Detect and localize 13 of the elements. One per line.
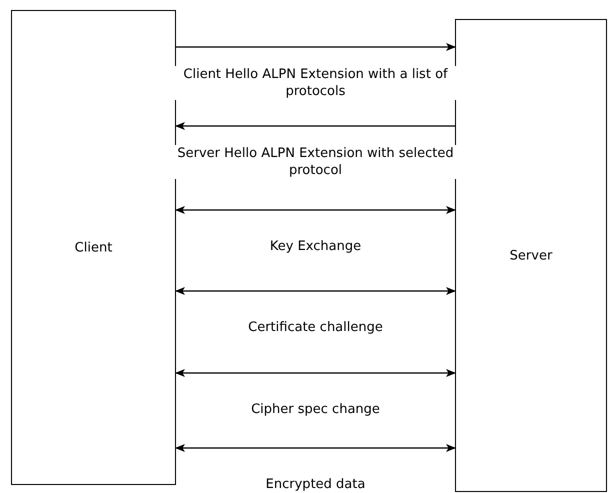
edge-label: Certificate challenge — [246, 319, 385, 336]
participant-name: Client — [74, 240, 112, 255]
message-arrow — [175, 369, 456, 377]
participant-name: Server — [510, 248, 552, 263]
message-arrow — [175, 122, 455, 130]
edge-label: Encrypted data — [264, 476, 368, 493]
participant-box — [11, 10, 176, 485]
message-arrow — [175, 206, 456, 214]
message-arrow — [175, 444, 456, 452]
participant-box — [455, 19, 607, 492]
edge-label: Cipher spec change — [249, 401, 382, 418]
message-arrow — [175, 287, 456, 295]
message-arrow — [176, 43, 456, 51]
